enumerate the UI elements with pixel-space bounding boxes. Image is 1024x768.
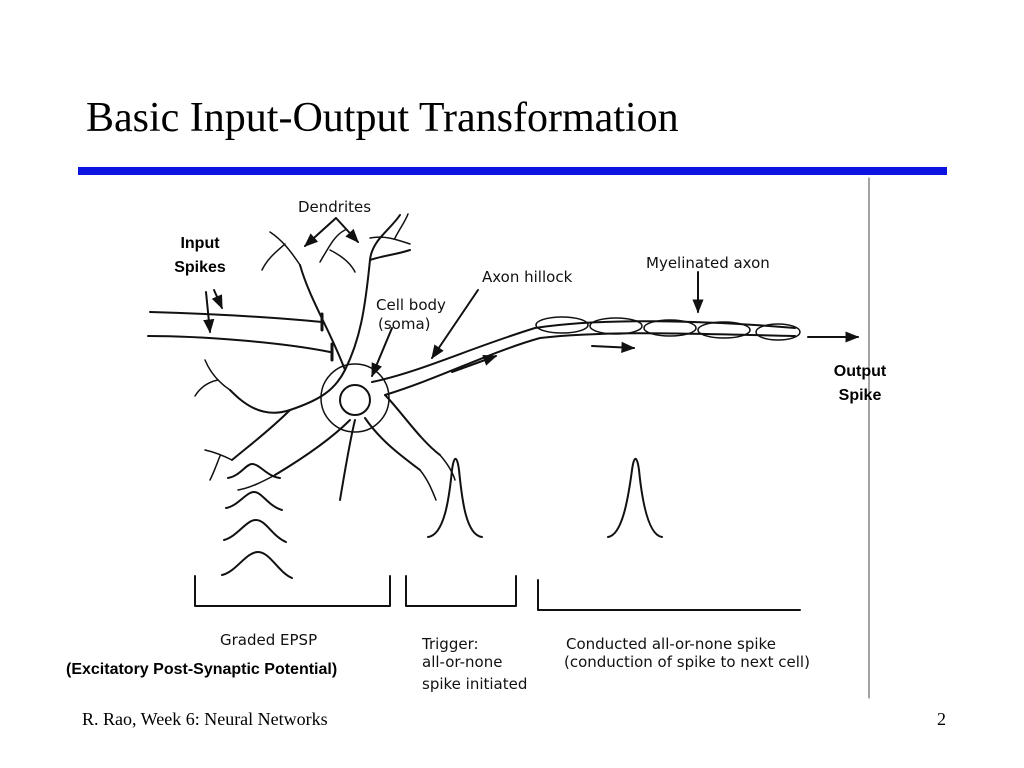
propagation-arrow-1 — [451, 355, 498, 373]
output-spike-label: Output Spike — [818, 360, 902, 408]
input-spikes-label: Input Spikes — [160, 232, 240, 280]
conducted-spike — [607, 457, 663, 538]
output-label-line2: Spike — [838, 387, 882, 404]
trigger-spike — [427, 457, 483, 538]
dendrite-branches — [194, 213, 456, 501]
myelinated-axon-label: Myelinated axon — [646, 254, 770, 272]
title-rule — [78, 167, 947, 175]
myelin-sheath — [535, 316, 801, 341]
trigger-label: Trigger: — [421, 635, 479, 653]
input-label-line1: Input — [180, 235, 220, 252]
soma-label: (soma) — [378, 315, 431, 333]
page-number: 2 — [937, 709, 946, 729]
cell-body-pointer — [371, 327, 393, 378]
trigger-label-line2: all-or-none — [422, 653, 502, 671]
slide-title: Basic Input-Output Transformation — [86, 95, 679, 141]
input-axons — [147, 311, 334, 362]
dendrite-pointers — [303, 217, 359, 247]
axon-hillock-label: Axon hillock — [482, 268, 573, 286]
cell-body-label: Cell body — [376, 296, 446, 314]
output-label-line1: Output — [833, 363, 887, 380]
epsp-waveforms — [221, 463, 293, 579]
phase-brackets — [194, 575, 801, 611]
neuron-cell — [229, 214, 796, 501]
conducted-label: Conducted all-or-none spike — [566, 635, 776, 653]
footer-left: R. Rao, Week 6: Neural Networks — [82, 709, 328, 729]
soma-outline — [320, 363, 390, 433]
propagation-arrow-2 — [591, 341, 636, 353]
conducted-label-line2: (conduction of spike to next cell) — [564, 653, 810, 671]
axon-hillock-pointer — [431, 289, 479, 360]
nucleus — [339, 384, 371, 416]
trigger-label-line3: spike initiated — [422, 675, 527, 693]
graded-epsp-label: Graded EPSP — [220, 631, 317, 649]
input-label-line2: Spikes — [174, 259, 226, 276]
dendrites-label: Dendrites — [298, 198, 371, 216]
epsp-full-label: (Excitatory Post-Synaptic Potential) — [66, 661, 338, 678]
input-spike-pointers — [203, 289, 223, 334]
